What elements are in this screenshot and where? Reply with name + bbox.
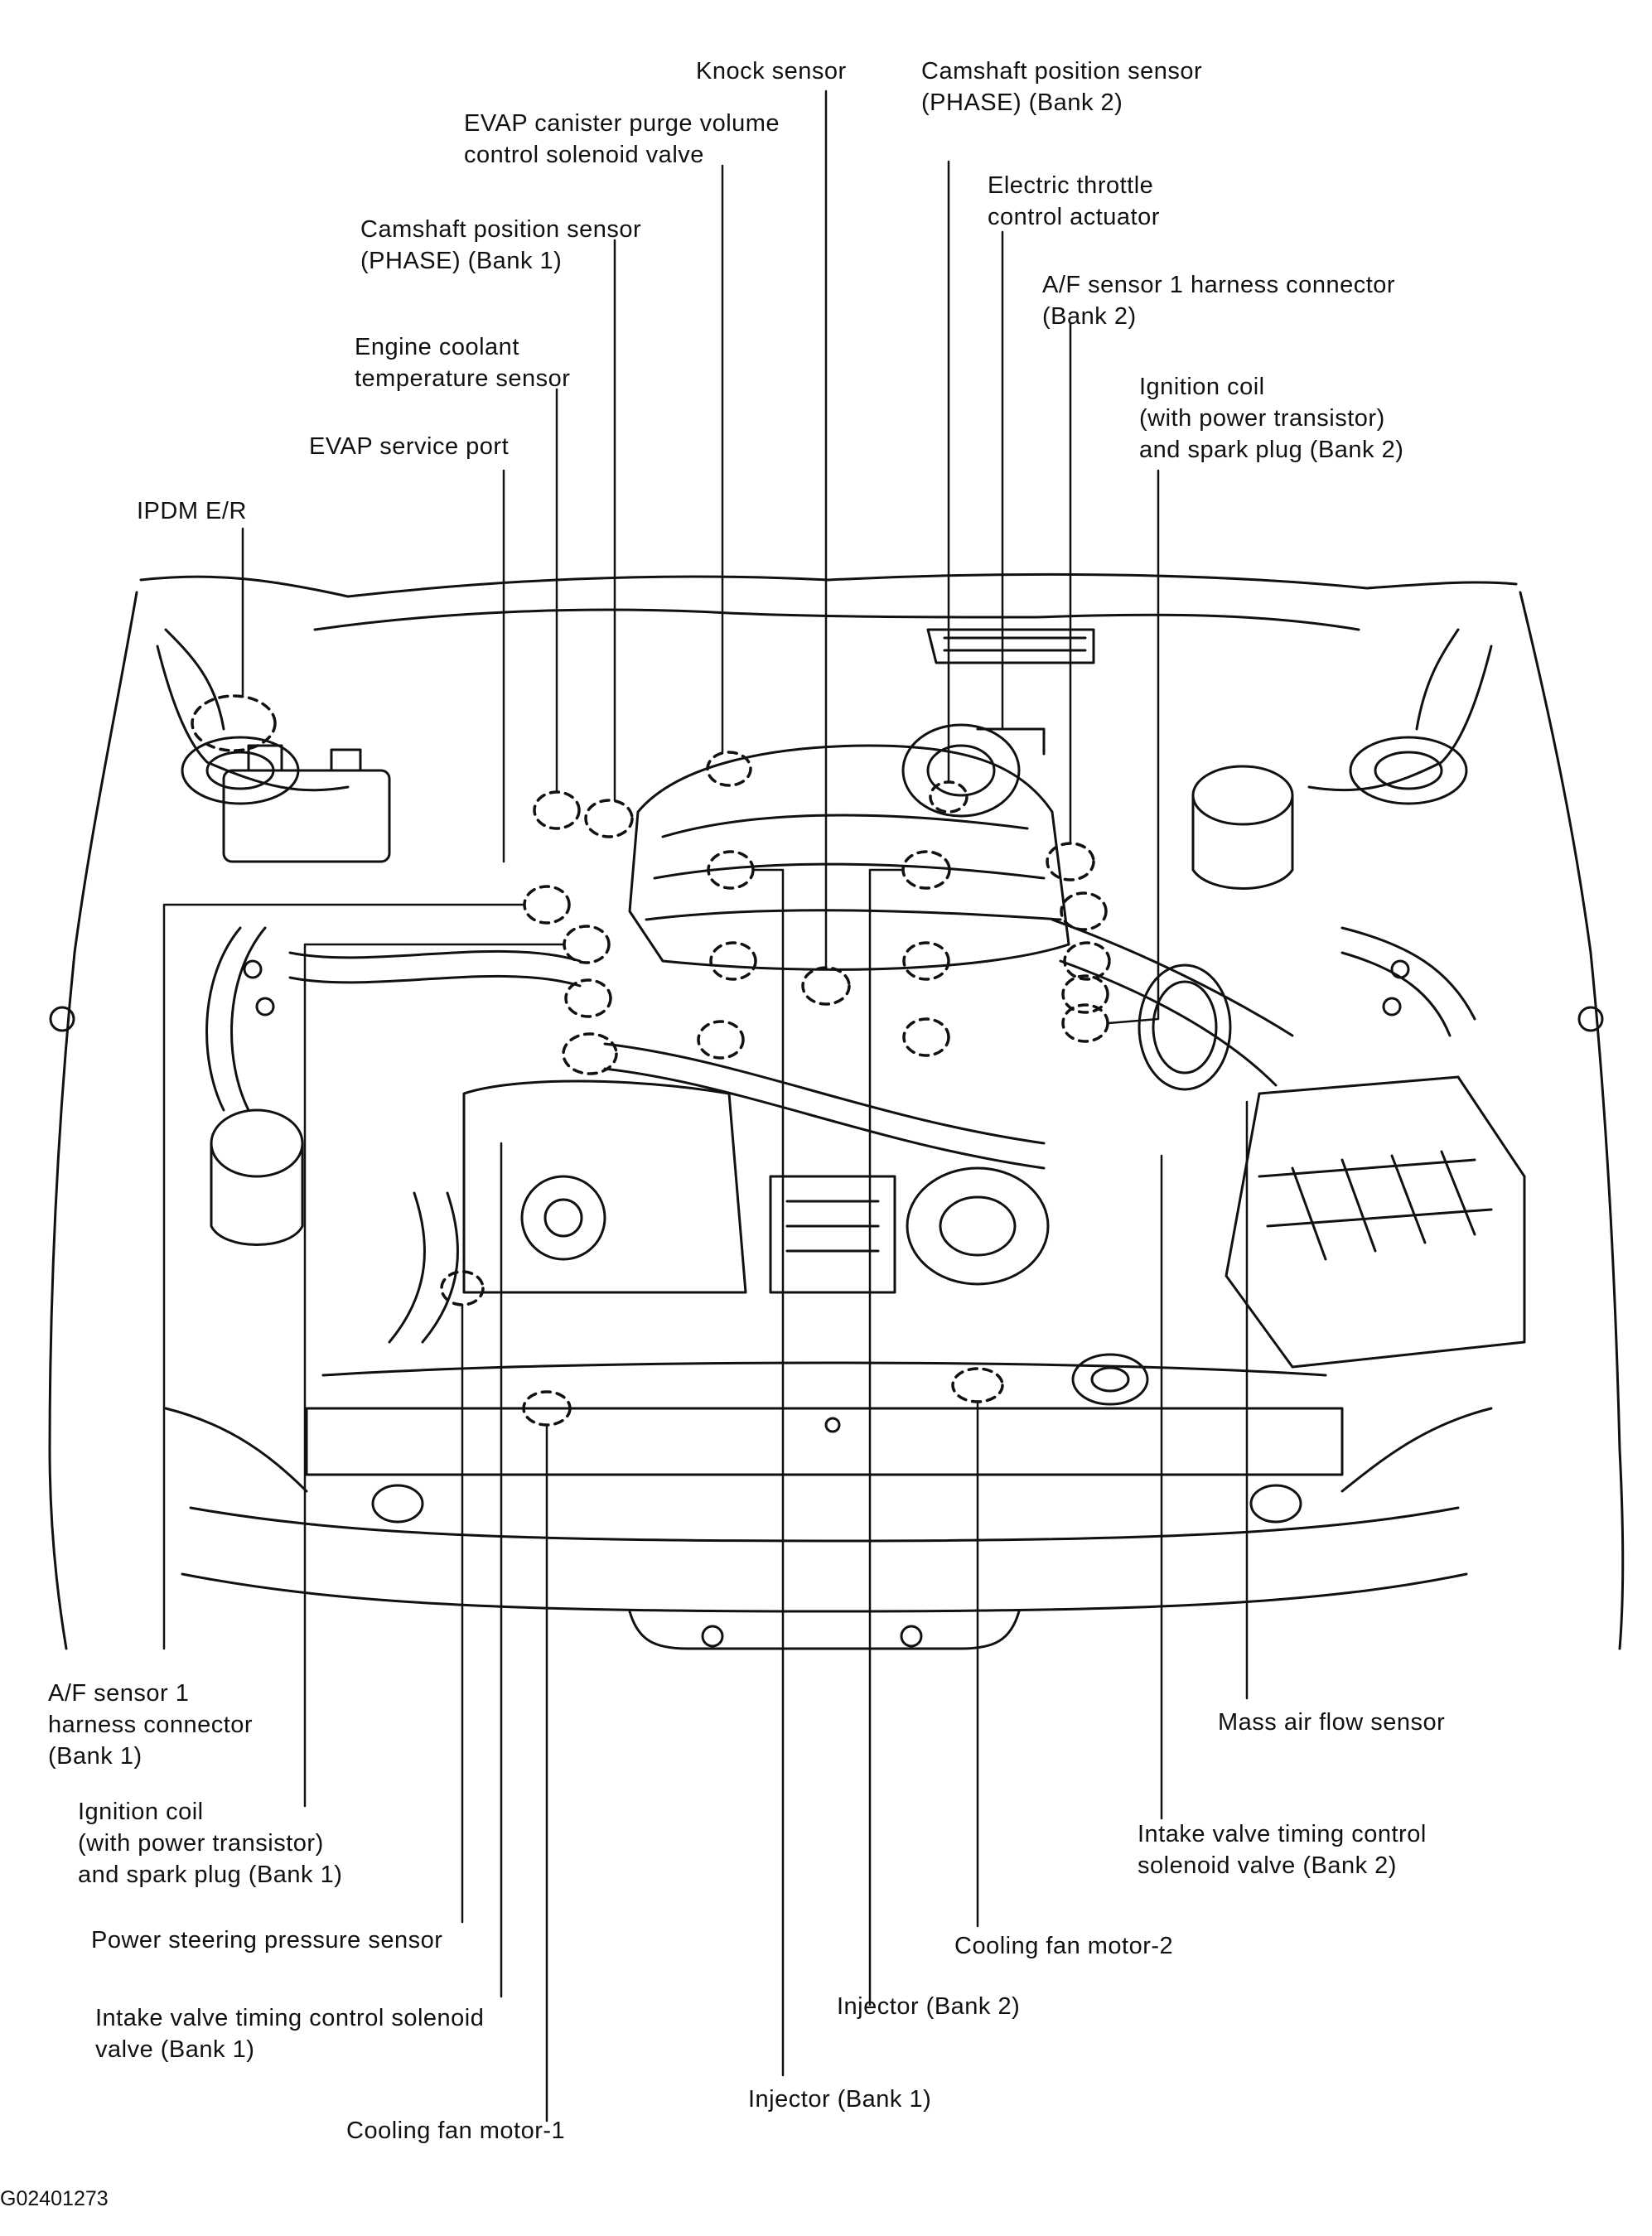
label-ign-bank1: Ignition coil (with power transistor) an… [78, 1799, 343, 1888]
leader-inj-bank2 [868, 868, 905, 2007]
marker-ign-bank1-b [564, 978, 612, 1018]
leader-ign-bank1 [303, 943, 566, 1808]
label-maf: Mass air flow sensor [1218, 1709, 1446, 1736]
marker-ign-bank1-c [562, 1032, 618, 1075]
label-cam-bank2: Camshaft position sensor (PHASE) (Bank 2… [921, 58, 1203, 116]
label-knock-sensor: Knock sensor [696, 58, 847, 85]
label-af-bank2: A/F sensor 1 harness connector (Bank 2) [1042, 272, 1396, 330]
marker-ign-a [709, 941, 757, 981]
label-ivt-bank1: Intake valve timing control solenoid val… [95, 2005, 485, 2063]
marker-evap-port-area [1060, 891, 1108, 931]
leader-af-bank1 [162, 903, 526, 1650]
marker-ign-b [902, 941, 950, 981]
label-evap-purge: EVAP canister purge volume control solen… [464, 110, 780, 168]
label-throttle: Electric throttle control actuator [988, 172, 1160, 230]
marker-ign-bank1-a [563, 925, 611, 964]
label-fan2: Cooling fan motor-2 [954, 1933, 1174, 1959]
marker-ign-c [697, 1020, 745, 1060]
leader-inj-bank1 [751, 868, 785, 2077]
marker-ign-bank2-b [1061, 974, 1109, 1014]
marker-ps-sensor [440, 1270, 485, 1306]
label-evap-port: EVAP service port [309, 433, 510, 460]
marker-ign-bank2-c [1061, 1003, 1109, 1043]
marker-inj-bank2 [901, 850, 951, 890]
label-ivt-bank2: Intake valve timing control solenoid val… [1138, 1821, 1427, 1879]
leader-lines [162, 89, 1249, 2123]
figure-code: G02401273 [0, 2187, 109, 2210]
label-coolant: Engine coolant temperature sensor [355, 334, 571, 392]
label-ipdm: IPDM E/R [137, 498, 247, 524]
label-inj-bank2: Injector (Bank 2) [837, 1993, 1021, 2020]
marker-af-bank1 [523, 885, 571, 925]
label-inj-bank1: Injector (Bank 1) [748, 2086, 932, 2113]
component-markers [191, 694, 1111, 1427]
marker-ign-bank2-a [1063, 941, 1111, 981]
label-af-bank1: A/F sensor 1 harness connector (Bank 1) [48, 1680, 254, 1770]
label-ps-sensor: Power steering pressure sensor [91, 1927, 443, 1953]
marker-ipdm [191, 694, 277, 752]
marker-coolant [533, 790, 581, 830]
label-fan1: Cooling fan motor-1 [346, 2118, 566, 2144]
marker-knock [801, 966, 851, 1006]
marker-cam-bank2 [929, 780, 968, 814]
leader-ign-bank2 [1107, 469, 1160, 1025]
engine-compartment-drawing [48, 572, 1625, 1650]
marker-af-bank2 [1046, 842, 1095, 881]
marker-fan2 [951, 1367, 1004, 1403]
marker-ign-d [902, 1017, 950, 1057]
label-ign-bank2: Ignition coil (with power transistor) an… [1139, 374, 1404, 463]
marker-evap-purge [706, 751, 752, 787]
label-cam-bank1: Camshaft position sensor (PHASE) (Bank 1… [360, 216, 642, 274]
marker-cam-bank1 [584, 799, 634, 838]
